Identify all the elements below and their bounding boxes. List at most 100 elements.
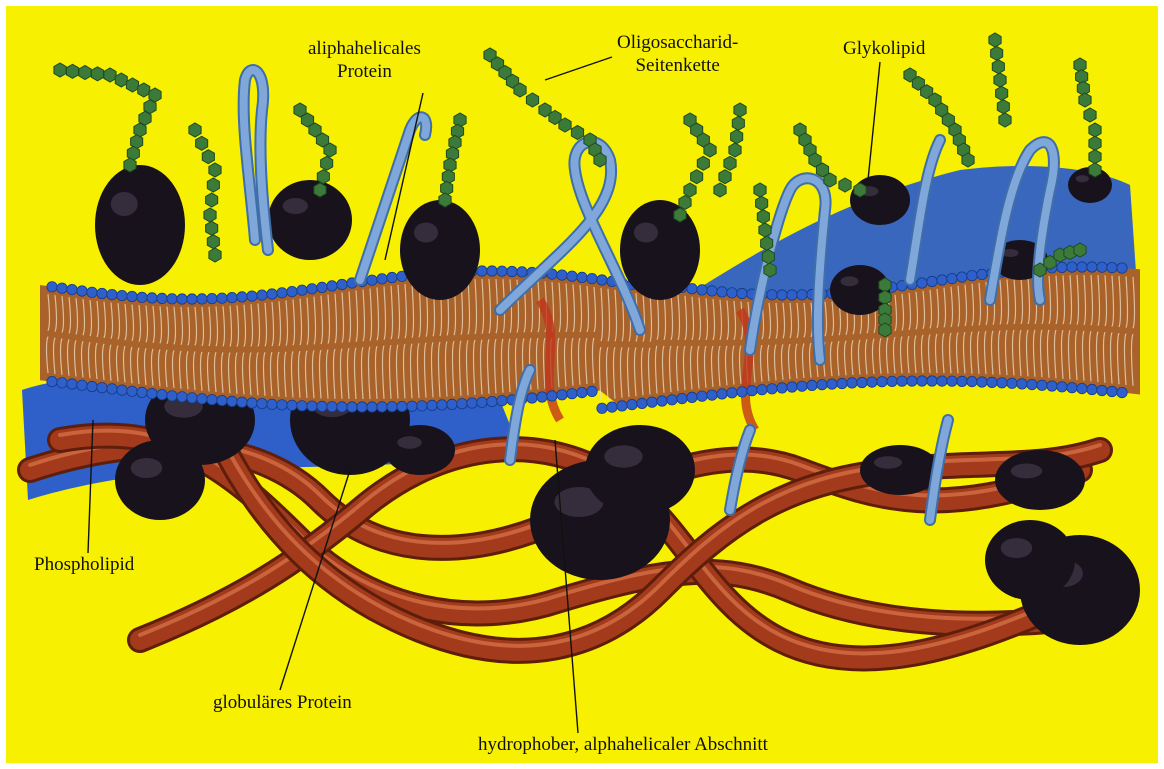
- sugar-unit-hexagon: [594, 153, 606, 167]
- lipid-head: [1047, 381, 1057, 391]
- protein-highlight: [841, 276, 859, 286]
- lipid-head: [267, 289, 277, 299]
- protein-highlight: [1001, 538, 1033, 558]
- sugar-unit-hexagon: [691, 170, 703, 184]
- lipid-head: [67, 379, 77, 389]
- lipid-head: [1067, 383, 1077, 393]
- sugar-unit-hexagon: [439, 193, 451, 207]
- sugar-unit-hexagon: [1089, 136, 1101, 150]
- lipid-head: [687, 392, 697, 402]
- surface-protein: [850, 175, 910, 225]
- label-oligo-line2: Seitenkette: [617, 54, 738, 77]
- sugar-unit-hexagon: [756, 196, 768, 210]
- lipid-head: [357, 402, 367, 412]
- sugar-unit-hexagon: [324, 143, 336, 157]
- lipid-head: [917, 376, 927, 386]
- protein-highlight: [874, 456, 902, 469]
- lipid-head: [1077, 383, 1087, 393]
- lipid-head: [147, 293, 157, 303]
- sugar-unit-hexagon: [317, 170, 329, 184]
- lipid-head: [767, 384, 777, 394]
- lipid-head: [737, 288, 747, 298]
- sugar-unit-hexagon: [1076, 70, 1088, 84]
- lipid-head: [1097, 385, 1107, 395]
- lipid-head: [247, 291, 257, 301]
- sugar-unit-hexagon: [879, 323, 891, 337]
- lipid-head: [917, 278, 927, 288]
- sugar-unit-hexagon: [679, 196, 691, 210]
- protein-highlight: [1076, 175, 1089, 182]
- lipid-head: [567, 389, 577, 399]
- sugar-unit-hexagon: [992, 60, 1004, 74]
- lipid-head: [957, 272, 967, 282]
- label-glycolipid: Glykolipid: [843, 37, 925, 60]
- sugar-unit-hexagon: [207, 235, 219, 249]
- lipid-head: [507, 266, 517, 276]
- lipid-head: [327, 281, 337, 291]
- lipid-head: [577, 387, 587, 397]
- sugar-unit-hexagon: [526, 93, 538, 107]
- globular-protein: [985, 520, 1075, 600]
- sugar-unit-hexagon: [206, 193, 218, 207]
- lipid-head: [237, 397, 247, 407]
- lipid-head: [1117, 263, 1127, 273]
- label-globular-protein: globuläres Protein: [213, 691, 352, 714]
- lipid-head: [1097, 262, 1107, 272]
- lipid-head: [487, 396, 497, 406]
- label-alpha-helical-protein: aliphahelicales Protein: [308, 37, 421, 83]
- protein-highlight: [111, 192, 138, 216]
- lipid-head: [1037, 380, 1047, 390]
- sugar-unit-hexagon: [994, 73, 1006, 87]
- sugar-unit-hexagon: [1089, 163, 1101, 177]
- globular-protein: [585, 425, 695, 515]
- lipid-head: [997, 378, 1007, 388]
- lipid-head: [977, 269, 987, 279]
- lipid-head: [1067, 262, 1077, 272]
- lipid-head: [167, 391, 177, 401]
- lipid-head: [297, 285, 307, 295]
- lipid-head: [947, 273, 957, 283]
- lipid-head: [447, 399, 457, 409]
- lipid-head: [557, 270, 567, 280]
- lipid-head: [977, 377, 987, 387]
- lipid-head: [297, 401, 307, 411]
- lipid-head: [897, 376, 907, 386]
- sugar-unit-hexagon: [1074, 58, 1086, 72]
- sugar-unit-hexagon: [124, 158, 136, 172]
- lipid-head: [287, 400, 297, 410]
- lipid-head: [987, 377, 997, 387]
- lipid-head: [887, 376, 897, 386]
- lipid-head: [777, 383, 787, 393]
- lipid-head: [277, 288, 287, 298]
- sugar-unit-hexagon: [115, 73, 127, 87]
- lipid-head: [847, 378, 857, 388]
- globular-protein: [385, 425, 455, 475]
- sugar-unit-hexagon: [441, 181, 453, 195]
- lipid-head: [217, 395, 227, 405]
- lipid-head: [927, 276, 937, 286]
- protein-highlight: [604, 445, 643, 468]
- lipid-head: [117, 290, 127, 300]
- sugar-unit-hexagon: [762, 250, 774, 264]
- sugar-unit-hexagon: [719, 170, 731, 184]
- lipid-head: [787, 382, 797, 392]
- lipid-head: [697, 391, 707, 401]
- lipid-head: [227, 292, 237, 302]
- lipid-head: [607, 402, 617, 412]
- sugar-unit-hexagon: [1084, 108, 1096, 122]
- sugar-unit-hexagon: [206, 221, 218, 235]
- lipid-head: [47, 282, 57, 292]
- lipid-head: [937, 275, 947, 285]
- label-phospholipid-text: Phospholipid: [34, 553, 134, 576]
- lipid-head: [797, 381, 807, 391]
- sugar-unit-hexagon: [732, 116, 744, 130]
- lipid-head: [287, 286, 297, 296]
- lipid-head: [787, 290, 797, 300]
- sugar-unit-hexagon: [1089, 123, 1101, 137]
- sugar-unit-hexagon: [196, 136, 208, 150]
- lipid-head: [967, 376, 977, 386]
- lipid-head: [247, 398, 257, 408]
- sugar-unit-hexagon: [54, 63, 66, 77]
- lipid-head: [337, 402, 347, 412]
